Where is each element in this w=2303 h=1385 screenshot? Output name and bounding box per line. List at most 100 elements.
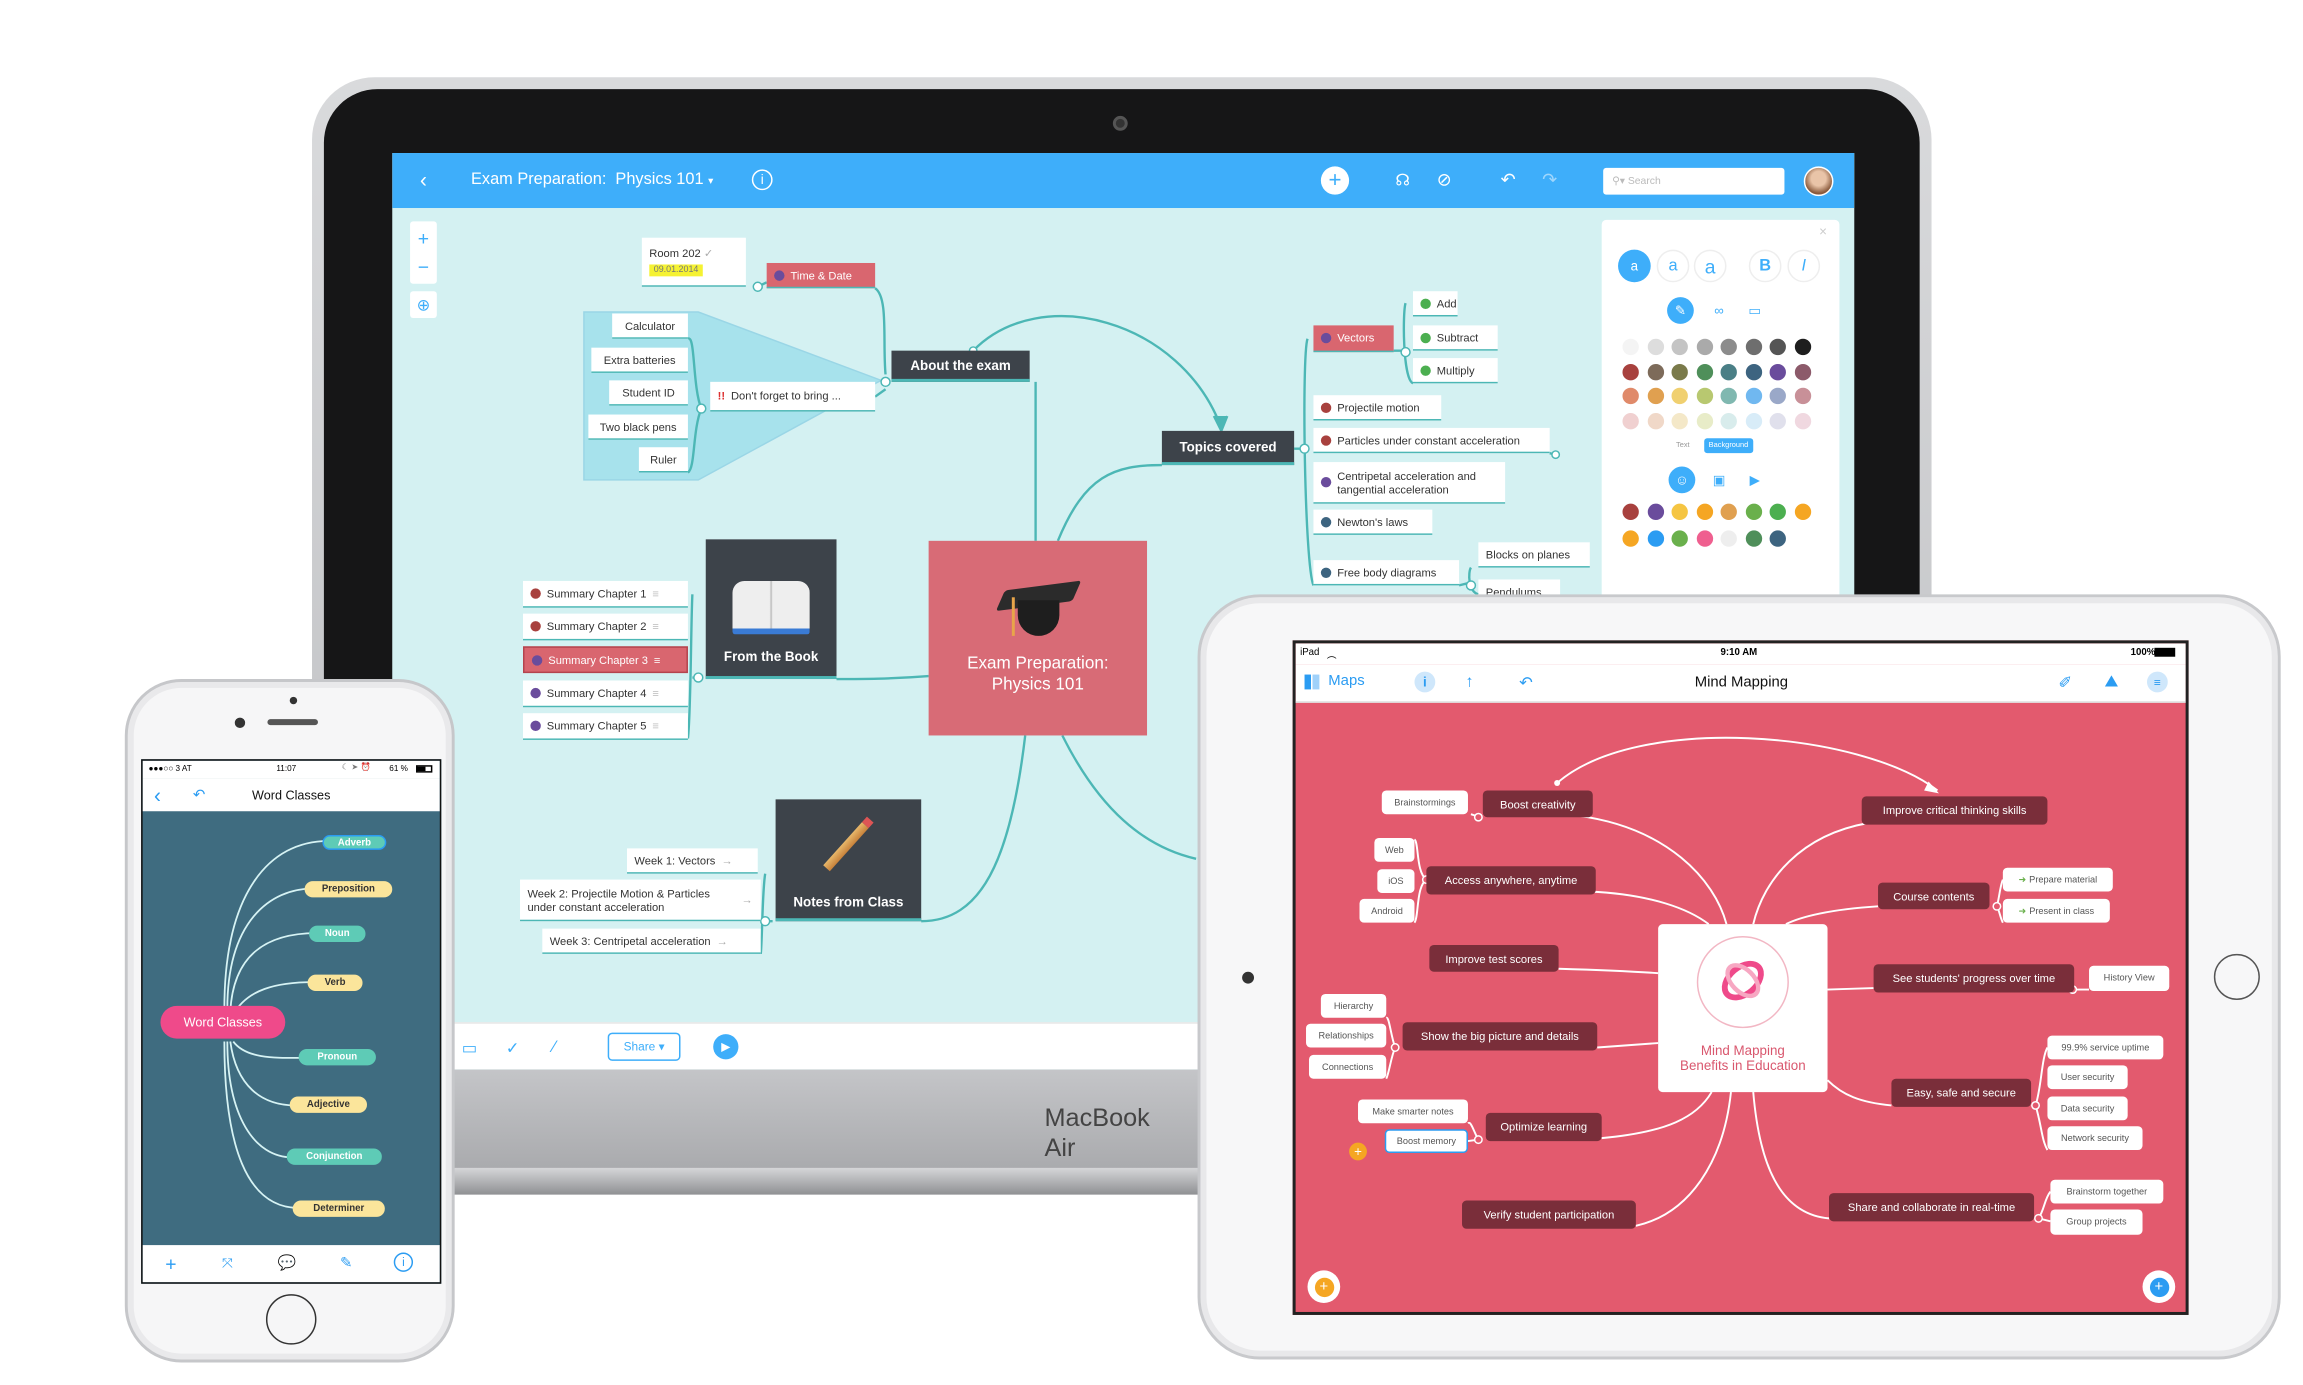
subtopic-node[interactable]: iOS: [1377, 869, 1415, 893]
word-class-node[interactable]: Determiner: [292, 1200, 385, 1217]
topic-item[interactable]: Free body diagrams: [1313, 560, 1460, 586]
dont-forget-node[interactable]: !!Don't forget to bring ...: [710, 381, 876, 412]
icon-option[interactable]: [1745, 503, 1762, 521]
add-icon[interactable]: +: [165, 1251, 177, 1275]
font-style-button[interactable]: a: [1656, 249, 1690, 283]
bring-item[interactable]: Extra batteries: [591, 347, 688, 373]
color-swatch[interactable]: [1769, 363, 1786, 380]
icon-option[interactable]: [1720, 503, 1737, 521]
topic-node[interactable]: Optimize learning: [1485, 1112, 1602, 1142]
fbd-item[interactable]: Blocks on planes: [1478, 542, 1590, 568]
color-swatch[interactable]: [1671, 363, 1688, 380]
share-up-icon[interactable]: ↑: [1465, 673, 1474, 691]
locate-center-button[interactable]: ⊕: [410, 291, 437, 318]
subtopic-node[interactable]: Connections: [1308, 1054, 1387, 1079]
info-icon[interactable]: i: [393, 1252, 414, 1272]
topic-item[interactable]: Particles under constant acceleration: [1313, 427, 1550, 454]
color-swatch[interactable]: [1647, 363, 1664, 380]
topic-item[interactable]: Projectile motion: [1313, 395, 1442, 421]
chapter-item[interactable]: Summary Chapter 4≡: [523, 680, 688, 708]
icon-option[interactable]: [1794, 503, 1811, 521]
subtopic-node[interactable]: Brainstormings: [1381, 790, 1468, 815]
room-node[interactable]: Room 202 ✓ 09.01.2014: [641, 237, 746, 287]
back-chevron-icon[interactable]: ‹: [154, 783, 161, 807]
search-input[interactable]: ⚲▾ Search: [1603, 167, 1785, 195]
root-node[interactable]: Word Classes: [160, 1005, 286, 1039]
color-swatch[interactable]: [1671, 387, 1688, 405]
color-swatch[interactable]: [1794, 338, 1811, 356]
chapter-item[interactable]: Summary Chapter 5≡: [523, 713, 688, 740]
week-item[interactable]: Week 1: Vectors→: [627, 848, 758, 874]
vectors-node[interactable]: Vectors: [1313, 325, 1394, 353]
avatar[interactable]: [1803, 166, 1834, 197]
bring-item[interactable]: Two black pens: [588, 414, 688, 440]
color-swatch[interactable]: [1696, 387, 1713, 405]
zoom-out-button[interactable]: −: [417, 254, 430, 278]
chapter-item-selected[interactable]: Summary Chapter 3≡: [523, 646, 688, 674]
subtopic-node[interactable]: Brainstorm together: [2050, 1179, 2164, 1204]
chapter-item[interactable]: Summary Chapter 2≡: [523, 613, 688, 641]
font-style-button[interactable]: a: [1693, 249, 1727, 283]
subtopic-node[interactable]: Web: [1374, 837, 1415, 862]
subtopic-node[interactable]: User security: [2047, 1065, 2128, 1090]
topic-item[interactable]: Centripetal acceleration and tangential …: [1313, 462, 1506, 504]
color-swatch[interactable]: [1745, 387, 1762, 405]
undo-icon[interactable]: ↶: [1519, 673, 1533, 692]
text-tab[interactable]: Text: [1675, 441, 1690, 451]
color-swatch[interactable]: [1769, 338, 1786, 356]
collapse-icon[interactable]: ⤧: [221, 1254, 233, 1270]
comment-icon[interactable]: 💬: [277, 1254, 296, 1272]
word-class-node[interactable]: Adverb: [322, 835, 387, 850]
icon-option[interactable]: [1745, 530, 1762, 547]
menu-icon[interactable]: ≡: [2146, 671, 2168, 693]
subtopic-node[interactable]: 99.9% service uptime: [2047, 1035, 2164, 1060]
color-swatch[interactable]: [1622, 338, 1639, 356]
color-swatch[interactable]: [1647, 387, 1664, 405]
about-exam-node[interactable]: About the exam: [891, 350, 1030, 382]
subtopic-node[interactable]: Hierarchy: [1320, 994, 1387, 1018]
topic-node[interactable]: Improve critical thinking skills: [1861, 796, 2048, 825]
color-swatch[interactable]: [1769, 412, 1786, 429]
word-class-node[interactable]: Verb: [307, 974, 363, 992]
undo-icon[interactable]: ↶: [192, 786, 206, 804]
from-book-node[interactable]: From the Book: [705, 539, 837, 680]
word-class-node[interactable]: Conjunction: [286, 1148, 382, 1165]
redo-icon[interactable]: ↷: [1542, 169, 1558, 191]
vector-op[interactable]: Add: [1412, 291, 1458, 317]
color-swatch[interactable]: [1720, 338, 1737, 356]
week-item[interactable]: Week 2: Projectile Motion & Particles un…: [520, 879, 761, 922]
topic-node[interactable]: Verify student participation: [1462, 1200, 1636, 1229]
subtopic-node[interactable]: History View: [2089, 965, 2170, 992]
play-button[interactable]: ▶: [713, 1034, 739, 1060]
subtopic-node[interactable]: ➜Present in class: [2002, 898, 2110, 923]
color-swatch[interactable]: [1794, 387, 1811, 405]
back-chevron-icon[interactable]: ‹: [419, 167, 427, 192]
image-icon[interactable]: ⛰: [2104, 672, 2119, 691]
time-date-node[interactable]: Time & Date: [766, 262, 876, 289]
word-class-node[interactable]: Pronoun: [298, 1048, 376, 1066]
image-tab-icon[interactable]: ▣: [1712, 471, 1726, 487]
week-item[interactable]: Week 3: Centripetal acceleration→: [542, 928, 761, 954]
subtopic-node[interactable]: Data security: [2047, 1096, 2128, 1121]
topic-node[interactable]: Access anywhere, anytime: [1426, 866, 1596, 895]
fill-icon[interactable]: ✎: [1667, 297, 1694, 324]
color-swatch[interactable]: [1647, 338, 1664, 356]
pattern-icon[interactable]: ∞: [1714, 303, 1724, 318]
magic-wand-icon[interactable]: ⁄: [552, 1038, 556, 1057]
topic-node[interactable]: Share and collaborate in real-time: [1829, 1193, 2035, 1222]
topic-item[interactable]: Newton's laws: [1313, 509, 1433, 535]
add-icon[interactable]: +: [1320, 166, 1350, 195]
color-swatch[interactable]: [1720, 363, 1737, 380]
icon-option[interactable]: [1769, 503, 1786, 521]
color-swatch[interactable]: [1622, 412, 1639, 429]
font-style-button[interactable]: a: [1618, 249, 1651, 283]
icon-option[interactable]: [1769, 530, 1786, 547]
color-swatch[interactable]: [1745, 412, 1762, 429]
subtopic-node[interactable]: Network security: [2047, 1126, 2143, 1151]
topic-node[interactable]: Easy, safe and secure: [1891, 1078, 2032, 1107]
topic-node[interactable]: Course contents: [1878, 882, 1990, 910]
subtopic-node[interactable]: Group projects: [2050, 1209, 2143, 1235]
share-button[interactable]: Share ▾: [607, 1032, 681, 1061]
topic-node[interactable]: Show the big picture and details: [1402, 1022, 1598, 1051]
icon-option[interactable]: [1720, 530, 1737, 547]
